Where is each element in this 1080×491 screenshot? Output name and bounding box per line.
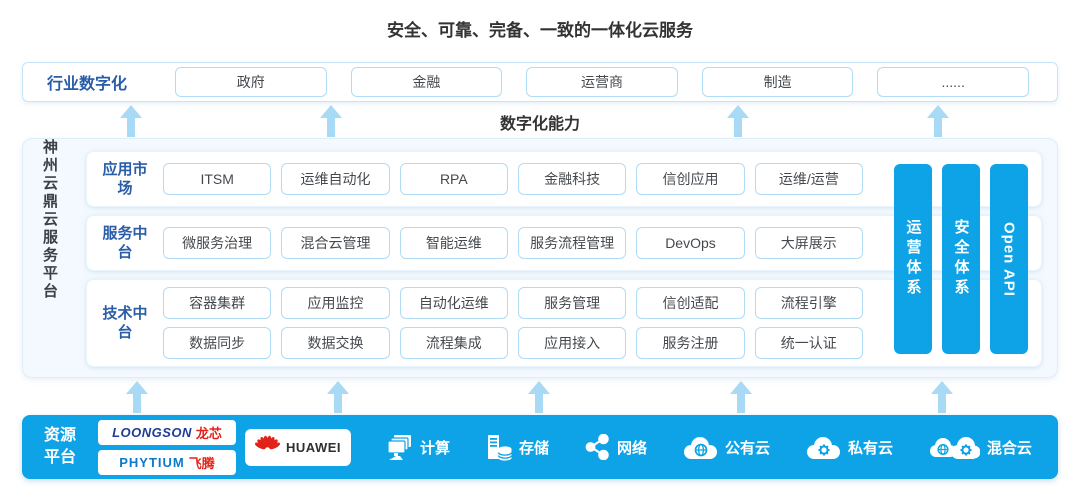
huawei-name-text: HUAWEI <box>286 439 341 455</box>
industry-row: 行业数字化 政府金融运营商制造...... <box>22 62 1058 102</box>
app-market-item: 信创应用 <box>636 163 745 195</box>
resource-platform-bar: 资源平台 LOONGSON 龙芯 PHYTIUM 飞腾 <box>22 415 1058 479</box>
tech-middle-item: 服务注册 <box>636 327 745 359</box>
phytium-cn-text: 飞腾 <box>188 455 215 471</box>
resource-item-hybrid-cloud: 混合云 <box>928 434 1032 461</box>
app-market-item: RPA <box>399 163 508 195</box>
bar-label: 运营体系 <box>904 219 922 299</box>
industry-item: 金融 <box>350 67 503 97</box>
phytium-en-text: PHYTIUM <box>119 454 185 470</box>
tech-middle-item: 应用接入 <box>517 327 627 359</box>
private-cloud-icon <box>806 437 840 459</box>
app-market-item: 金融科技 <box>517 163 627 195</box>
resource-item-storage: 存储 <box>485 434 549 461</box>
up-arrow-icon <box>125 381 149 413</box>
resource-item-label: 混合云 <box>986 439 1032 457</box>
operations-system-bar: 运营体系 <box>894 164 932 354</box>
resource-item-compute: 计算 <box>385 434 450 461</box>
tech-middle-item: 自动化运维 <box>399 287 508 319</box>
app-market-item: ITSM <box>163 163 272 195</box>
open-api-bar: Open API <box>990 164 1028 354</box>
up-arrow-icon <box>319 105 343 137</box>
industry-item: ...... <box>877 67 1029 97</box>
loongson-en-text: LOONGSON <box>112 424 192 440</box>
tech-middle-items-line2: 数据同步数据交换流程集成应用接入服务注册统一认证 <box>163 327 863 359</box>
platform-side-label: 神州云鼎云服务平台 <box>41 139 58 301</box>
up-arrow-icon <box>930 381 954 413</box>
tech-middle-item: 服务管理 <box>517 287 627 319</box>
tech-middle-items-line1: 容器集群应用监控自动化运维服务管理信创适配流程引擎 <box>163 287 863 319</box>
industry-item: 运营商 <box>526 67 678 97</box>
up-arrow-icon <box>119 105 143 137</box>
service-middle-item: 微服务治理 <box>163 227 272 259</box>
huawei-flower-icon <box>255 435 280 449</box>
industry-items: 政府金融运营商制造...... <box>175 67 1029 97</box>
digital-capability-label: 数字化能力 <box>499 116 580 133</box>
page-title: 安全、可靠、完备、一致的一体化云服务 <box>387 21 693 40</box>
storage-icon <box>487 434 512 461</box>
tech-middle-item: 统一认证 <box>754 327 863 359</box>
industry-item: 政府 <box>175 67 327 97</box>
service-middle-item: 智能运维 <box>399 227 508 259</box>
service-middle-row: 服务中台 微服务治理混合云管理智能运维服务流程管理 DevOps 大屏展示 <box>86 215 1042 271</box>
row-label: 技术中台 <box>102 304 148 342</box>
network-icon <box>585 434 609 460</box>
up-arrow-icon <box>926 105 950 137</box>
resource-item-label: 私有云 <box>847 439 893 457</box>
up-arrow-icon <box>729 381 753 413</box>
app-market-items: ITSM 运维自动化 RPA 金融科技信创应用运维/运营 <box>163 163 863 195</box>
tech-middle-item: 流程引擎 <box>754 287 863 319</box>
bar-label: Open API <box>1000 221 1018 297</box>
service-middle-item: DevOps <box>636 227 745 259</box>
up-arrow-icon <box>326 381 350 413</box>
loongson-cn-text: 龙芯 <box>195 425 222 441</box>
tech-middle-item: 流程集成 <box>399 327 508 359</box>
hybrid-cloud-icon <box>929 436 980 459</box>
service-middle-item: 混合云管理 <box>281 227 390 259</box>
up-arrow-icon <box>527 381 551 413</box>
public-cloud-icon <box>683 437 717 459</box>
cpu-vendor-chips: LOONGSON 龙芯 PHYTIUM 飞腾 <box>98 419 236 475</box>
tech-middle-item: 数据交换 <box>281 327 390 359</box>
tech-middle-item: 信创适配 <box>636 287 745 319</box>
tech-middle-row: 技术中台 容器集群应用监控自动化运维服务管理信创适配流程引擎 数据同步数据交换流… <box>86 279 1042 367</box>
resource-item-label: 存储 <box>518 439 549 457</box>
resource-item-label: 计算 <box>420 439 451 457</box>
resource-item-private-cloud: 私有云 <box>805 434 893 460</box>
platform-rows: 应用市场 ITSM 运维自动化 RPA 金融科技信创应用运维/运营 服务中台 微服务治… <box>86 151 1042 375</box>
resource-item-label: 公有云 <box>724 439 770 457</box>
bar-label: 安全体系 <box>952 219 970 299</box>
service-middle-items: 微服务治理混合云管理智能运维服务流程管理 DevOps 大屏展示 <box>163 227 863 259</box>
tech-middle-item: 数据同步 <box>163 327 272 359</box>
platform-panel: 神州云鼎云服务平台 应用市场 ITSM 运维自动化 RPA 金融科技信创应用运维/运营… <box>22 138 1058 378</box>
tech-middle-item: 容器集群 <box>163 287 272 319</box>
resource-item-network: 网络 <box>584 434 647 460</box>
industry-row-label: 行业数字化 <box>47 76 128 93</box>
industry-item: 制造 <box>701 67 854 97</box>
app-market-item: 运维/运营 <box>754 163 863 195</box>
up-arrow-icon <box>726 105 750 137</box>
resource-platform-label: 资源平台 <box>44 427 77 466</box>
service-middle-item: 大屏展示 <box>754 227 863 259</box>
resource-items: 计算 存储 <box>385 434 1032 461</box>
resource-item-label: 网络 <box>616 439 647 457</box>
loongson-logo: LOONGSON 龙芯 <box>98 419 236 445</box>
row-label: 应用市场 <box>102 160 148 198</box>
security-system-bar: 安全体系 <box>942 164 980 354</box>
phytium-logo: PHYTIUM 飞腾 <box>98 449 236 475</box>
row-label: 服务中台 <box>102 224 148 262</box>
resource-item-public-cloud: 公有云 <box>682 434 770 460</box>
compute-icon <box>387 434 411 460</box>
huawei-logo: HUAWEI <box>245 428 351 466</box>
app-market-row: 应用市场 ITSM 运维自动化 RPA 金融科技信创应用运维/运营 <box>86 151 1042 207</box>
app-market-item: 运维自动化 <box>281 163 390 195</box>
tech-middle-item: 应用监控 <box>281 287 390 319</box>
service-middle-item: 服务流程管理 <box>517 227 627 259</box>
